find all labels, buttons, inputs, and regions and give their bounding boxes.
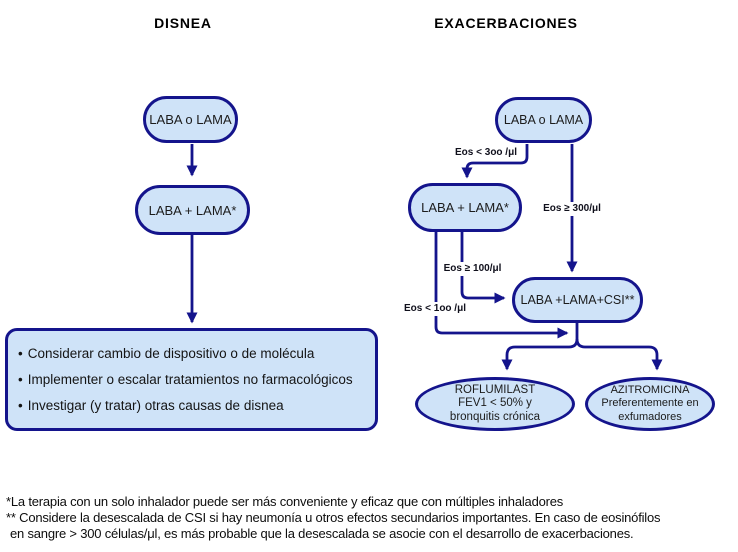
roflumilast-line2: FEV1 < 50% y: [458, 397, 532, 410]
roflumilast-line1: ROFLUMILAST: [454, 383, 536, 396]
node-exac-laba-lama-csi: LABA +LAMA+CSI**: [512, 277, 643, 323]
azitromicina-line1: AZITROMICINA: [610, 383, 690, 396]
edge-to-azitromicina: [575, 338, 663, 371]
node-roflumilast: ROFLUMILAST FEV1 < 50% y bronquitis crón…: [415, 377, 575, 431]
footnote-line: ** Considere la desescalada de CSI si ha…: [6, 510, 661, 525]
azitromicina-line2: Preferentemente en: [601, 397, 699, 410]
footnote-line: *La terapia con un solo inhalador puede …: [6, 494, 564, 509]
node-exac-laba-lama: LABA + LAMA*: [408, 183, 522, 232]
roflumilast-line3: bronquitis crónica: [449, 410, 541, 423]
node-azitromicina: AZITROMICINA Preferentemente en exfumado…: [585, 377, 715, 431]
footnotes: *La terapia con un solo inhalador puede …: [6, 494, 736, 542]
action-text: Investigar (y tratar) otras causas de di…: [27, 398, 284, 413]
bullet-icon: •: [18, 372, 23, 387]
node-exac-laba-o-lama: LABA o LAMA: [495, 97, 592, 143]
footnote-line: en sangre > 300 células/μl, es más proba…: [10, 526, 634, 541]
edge-eos-ge100: [460, 231, 506, 304]
list-item: • Implementer o escalar tratamientos no …: [18, 372, 365, 387]
column-header-exacerbaciones: EXACERBACIONES: [434, 15, 578, 31]
edge-label-eos-lt-100: Eos < 1oo /μl: [401, 302, 469, 316]
edge-to-roflumilast: [501, 338, 579, 371]
edge-eos-lt100: [434, 231, 569, 339]
azitromicina-line3: exfumadores: [618, 410, 682, 423]
node-disnea-laba-o-lama: LABA o LAMA: [143, 96, 238, 143]
action-text: Implementer o escalar tratamientos no fa…: [27, 372, 353, 387]
edge-eos-lt300: [461, 144, 529, 179]
list-item: • Investigar (y tratar) otras causas de …: [18, 398, 365, 413]
edge-label-eos-ge-300: Eos ≥ 300/μl: [540, 202, 604, 216]
edge-label-eos-ge-100: Eos ≥ 100/μl: [441, 262, 504, 276]
list-item: • Considerar cambio de dispositivo o de …: [18, 346, 365, 361]
edge-label-eos-lt-300: Eos < 3oo /μl: [450, 146, 522, 160]
node-disnea-laba-lama: LABA + LAMA*: [135, 185, 250, 235]
bullet-icon: •: [18, 346, 23, 361]
disnea-actions-box: • Considerar cambio de dispositivo o de …: [5, 328, 378, 431]
bullet-icon: •: [18, 398, 23, 413]
column-header-disnea: DISNEA: [154, 15, 212, 31]
action-text: Considerar cambio de dispositivo o de mo…: [27, 346, 315, 361]
